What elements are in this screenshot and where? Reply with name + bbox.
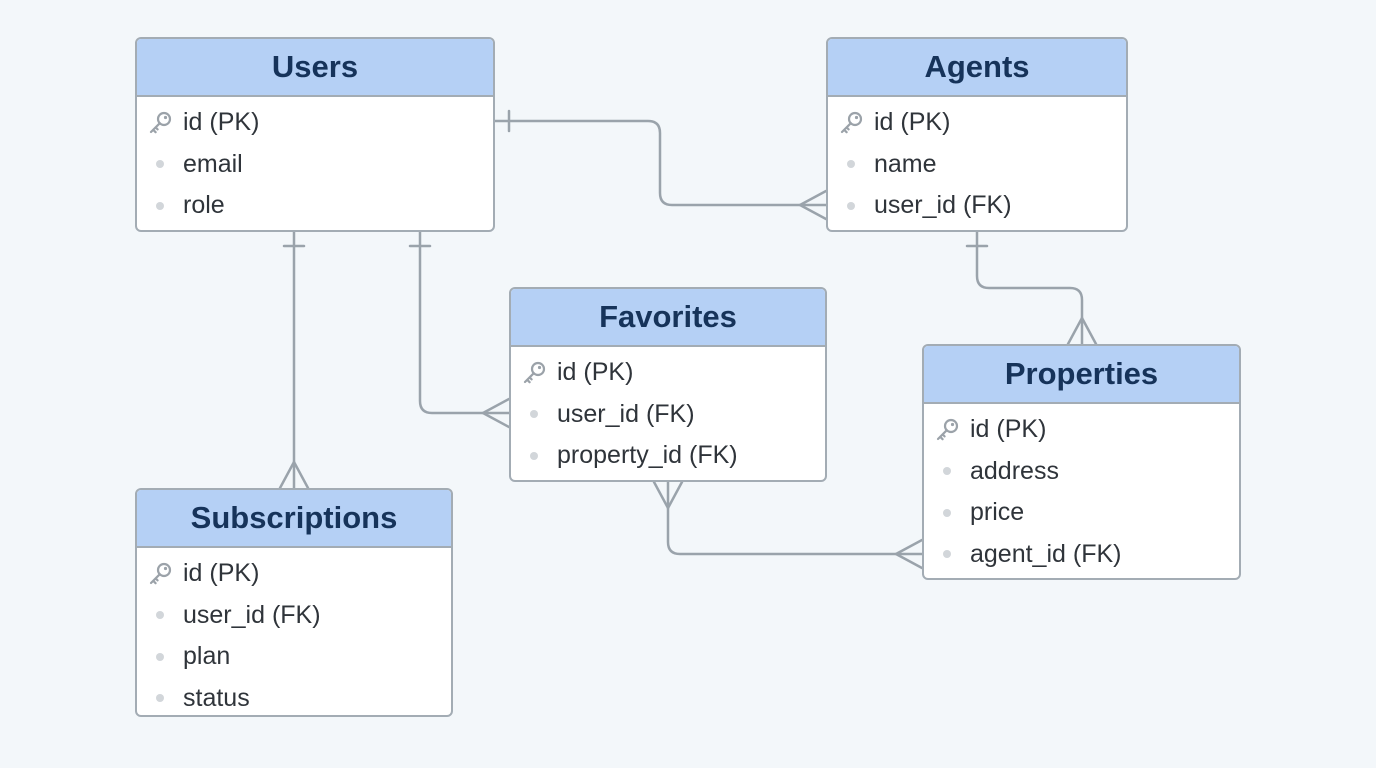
bullet-dot-icon <box>137 160 183 169</box>
relationship-users-agents-line <box>493 119 828 207</box>
relationship-agents-properties-many-marker <box>1066 316 1098 346</box>
bullet-dot-icon <box>828 201 874 210</box>
bullet-dot-icon <box>137 694 183 703</box>
relationship-properties-favorites-line <box>666 480 924 556</box>
attribute-label: role <box>183 191 225 220</box>
attribute-label: property_id (FK) <box>557 441 738 470</box>
attribute-row: email <box>137 144 493 186</box>
entity-users-title: Users <box>137 39 493 97</box>
relationship-properties-favorites-many-marker-favorites <box>652 480 684 510</box>
entity-users[interactable]: Users id (PK) email role <box>135 37 495 232</box>
attribute-label: user_id (FK) <box>183 600 321 629</box>
attribute-label: user_id (FK) <box>874 191 1012 220</box>
attribute-row: id (PK) <box>924 409 1239 451</box>
attribute-row: id (PK) <box>137 553 451 595</box>
entity-subscriptions-attributes: id (PK) user_id (FK) plan status <box>137 548 451 716</box>
entity-subscriptions-title: Subscriptions <box>137 490 451 548</box>
bullet-dot-icon <box>924 467 970 476</box>
attribute-row: id (PK) <box>137 102 493 144</box>
bullet-dot-icon <box>511 410 557 419</box>
bullet-dot-icon <box>137 611 183 620</box>
attribute-row: name <box>828 144 1126 186</box>
bullet-dot-icon <box>924 550 970 559</box>
relationship-users-favorites-many-marker <box>481 397 511 429</box>
relationship-users-subscriptions-many-marker <box>278 460 310 490</box>
entity-subscriptions[interactable]: Subscriptions id (PK) user_id (FK) plan sta… <box>135 488 453 717</box>
attribute-row: property_id (FK) <box>511 435 825 477</box>
bullet-dot-icon <box>924 508 970 517</box>
bullet-dot-icon <box>137 201 183 210</box>
entity-agents-attributes: id (PK) name user_id (FK) <box>828 97 1126 227</box>
key-icon <box>137 561 183 587</box>
attribute-row: agent_id (FK) <box>924 534 1239 576</box>
attribute-label: price <box>970 498 1025 527</box>
entity-users-attributes: id (PK) email role <box>137 97 493 227</box>
entity-favorites-title: Favorites <box>511 289 825 347</box>
entity-agents[interactable]: Agents id (PK) name user_id (FK) <box>826 37 1128 232</box>
attribute-row: address <box>924 451 1239 493</box>
attribute-row: user_id (FK) <box>511 394 825 436</box>
bullet-dot-icon <box>511 451 557 460</box>
key-icon <box>828 110 874 136</box>
attribute-label: status <box>183 683 250 712</box>
bullet-dot-icon <box>828 160 874 169</box>
attribute-row: id (PK) <box>511 352 825 394</box>
relationship-users-favorites-line <box>418 230 511 415</box>
attribute-label: id (PK) <box>557 358 634 387</box>
attribute-label: name <box>874 149 937 178</box>
attribute-row: status <box>137 678 451 716</box>
entity-favorites[interactable]: Favorites id (PK) user_id (FK) property_id… <box>509 287 827 482</box>
entity-agents-title: Agents <box>828 39 1126 97</box>
entity-properties-attributes: id (PK) address price agent_id (FK) <box>924 404 1239 575</box>
key-icon <box>137 110 183 136</box>
entity-properties-title: Properties <box>924 346 1239 404</box>
attribute-label: id (PK) <box>970 415 1047 444</box>
entity-properties[interactable]: Properties id (PK) address price agent_id (… <box>922 344 1241 580</box>
attribute-label: email <box>183 149 243 178</box>
entity-favorites-attributes: id (PK) user_id (FK) property_id (FK) <box>511 347 825 477</box>
attribute-row: plan <box>137 636 451 678</box>
attribute-label: id (PK) <box>183 108 260 137</box>
attribute-label: address <box>970 456 1059 485</box>
attribute-row: role <box>137 185 493 227</box>
attribute-label: id (PK) <box>183 559 260 588</box>
key-icon <box>511 360 557 386</box>
attribute-label: agent_id (FK) <box>970 539 1122 568</box>
attribute-label: id (PK) <box>874 108 951 137</box>
attribute-row: price <box>924 492 1239 534</box>
bullet-dot-icon <box>137 652 183 661</box>
attribute-row: user_id (FK) <box>137 595 451 637</box>
attribute-row: id (PK) <box>828 102 1126 144</box>
relationship-properties-favorites-many-marker-properties <box>894 538 924 570</box>
attribute-label: plan <box>183 642 231 671</box>
attribute-label: user_id (FK) <box>557 399 695 428</box>
relationship-agents-properties-line <box>975 230 1084 346</box>
attribute-row: user_id (FK) <box>828 185 1126 227</box>
key-icon <box>924 417 970 443</box>
relationship-users-agents-many-marker <box>798 189 828 221</box>
